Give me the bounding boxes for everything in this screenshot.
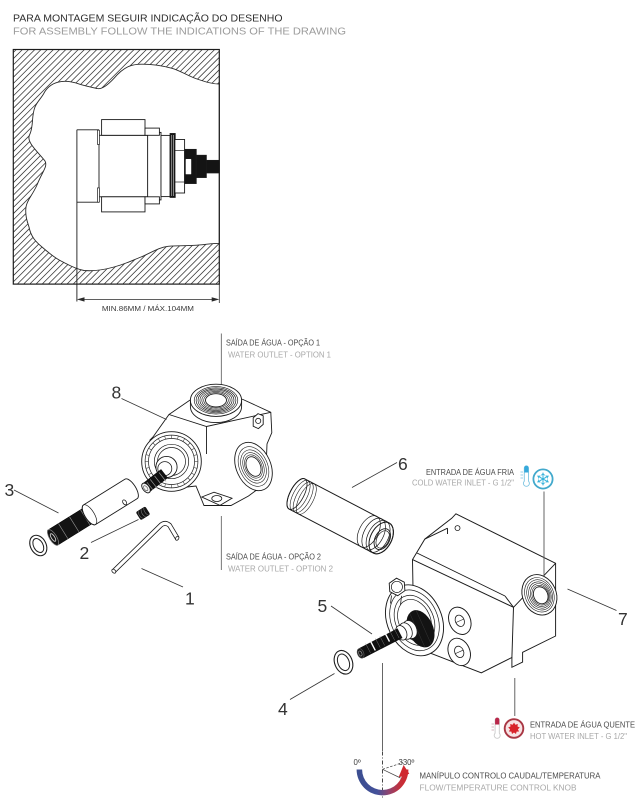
svg-text:5: 5 [318,596,328,616]
svg-text:WATER OUTLET - OPTION 2: WATER OUTLET - OPTION 2 [228,564,333,574]
svg-text:8: 8 [112,383,122,403]
svg-text:6: 6 [398,454,408,474]
svg-text:0º: 0º [354,758,361,767]
svg-text:MANÍPULO CONTROLO CAUDAL/TEMPE: MANÍPULO CONTROLO CAUDAL/TEMPERATURA [420,771,601,781]
svg-text:MIN.86MM / MÁX.104MM: MIN.86MM / MÁX.104MM [102,304,194,313]
svg-text:1: 1 [185,589,195,609]
svg-text:ENTRADA DE ÁGUA FRIA: ENTRADA DE ÁGUA FRIA [426,467,514,477]
svg-text:3: 3 [5,480,15,500]
svg-text:4: 4 [278,699,288,719]
svg-text:COLD WATER INLET - G 1/2": COLD WATER INLET - G 1/2" [412,478,514,488]
svg-text:FLOW/TEMPERATURE CONTROL KNOB: FLOW/TEMPERATURE CONTROL KNOB [420,783,577,793]
svg-text:SAÍDA DE ÁGUA - OPÇÃO 2: SAÍDA DE ÁGUA - OPÇÃO 2 [226,552,321,562]
svg-text:FOR ASSEMBLY FOLLOW THE INDICA: FOR ASSEMBLY FOLLOW THE INDICATIONS OF T… [13,27,346,38]
svg-text:7: 7 [618,609,628,629]
svg-text:ENTRADA DE ÁGUA QUENTE: ENTRADA DE ÁGUA QUENTE [530,720,635,730]
svg-text:WATER OUTLET - OPTION 1: WATER OUTLET - OPTION 1 [228,350,331,360]
svg-text:HOT WATER INLET - G 1/2": HOT WATER INLET - G 1/2" [530,731,627,741]
svg-text:2: 2 [80,543,90,563]
svg-text:PARA MONTAGEM SEGUIR INDICAÇÃO: PARA MONTAGEM SEGUIR INDICAÇÃO DO DESENH… [13,11,283,24]
svg-text:SAÍDA DE ÁGUA - OPÇÃO 1: SAÍDA DE ÁGUA - OPÇÃO 1 [226,338,320,348]
svg-text:330º: 330º [399,758,415,767]
